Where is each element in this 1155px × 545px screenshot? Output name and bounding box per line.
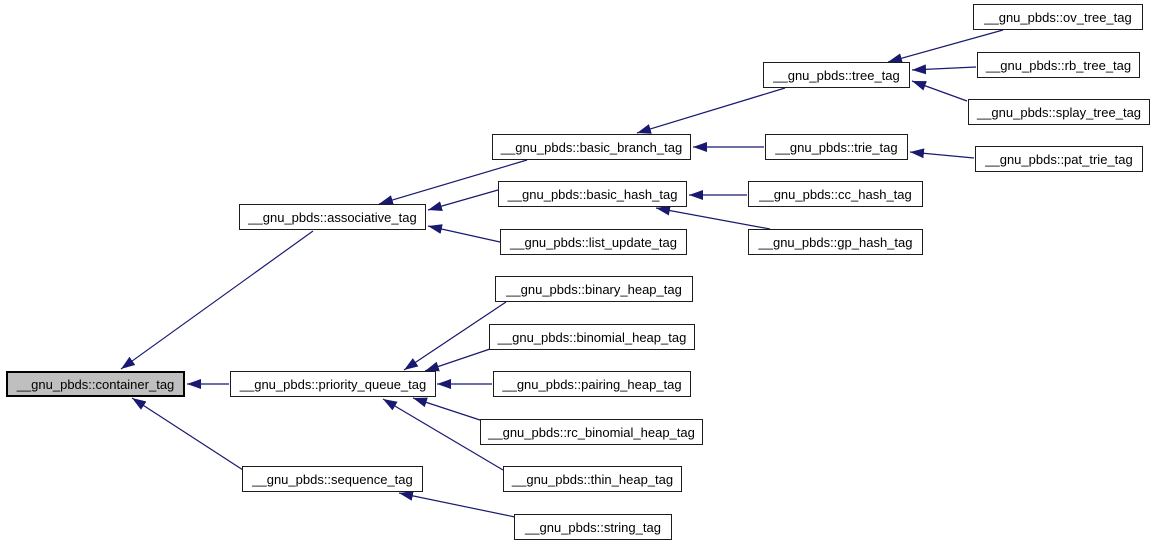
edge-tree_tag-basic_branch_tag [636,87,786,134]
node-pat_trie_tag[interactable]: __gnu_pbds::pat_trie_tag [975,146,1143,172]
node-trie_tag[interactable]: __gnu_pbds::trie_tag [765,134,908,160]
node-gp_hash_tag[interactable]: __gnu_pbds::gp_hash_tag [748,229,923,255]
node-rc_binomial_heap_tag[interactable]: __gnu_pbds::rc_binomial_heap_tag [480,419,703,445]
edge-rb_tree_tag-tree_tag [911,64,977,75]
node-tree_tag[interactable]: __gnu_pbds::tree_tag [763,62,910,88]
edge-basic_branch_tag-associative_tag [378,159,528,205]
node-basic_branch_tag[interactable]: __gnu_pbds::basic_branch_tag [492,134,691,160]
edge-thin_heap_tag-priority_queue_tag [382,398,504,471]
edge-gp_hash_tag-basic_hash_tag [655,205,771,230]
edge-pat_trie_tag-trie_tag [909,148,975,159]
edge-rc_binomial_heap_tag-priority_queue_tag [412,397,484,422]
node-string_tag[interactable]: __gnu_pbds::string_tag [514,514,672,540]
edge-binomial_heap_tag-priority_queue_tag [424,348,491,372]
node-container_tag[interactable]: __gnu_pbds::container_tag [6,371,185,397]
node-priority_queue_tag[interactable]: __gnu_pbds::priority_queue_tag [230,371,436,397]
edge-binary_heap_tag-priority_queue_tag [403,301,507,371]
edge-basic_hash_tag-associative_tag [427,189,499,211]
edge-list_update_tag-associative_tag [427,224,501,243]
edge-associative_tag-container_tag [120,230,314,370]
node-list_update_tag[interactable]: __gnu_pbds::list_update_tag [500,229,687,255]
edge-sequence_tag-container_tag [131,397,244,471]
edge-ov_tree_tag-tree_tag [887,29,1004,64]
node-pairing_heap_tag[interactable]: __gnu_pbds::pairing_heap_tag [493,371,691,397]
node-basic_hash_tag[interactable]: __gnu_pbds::basic_hash_tag [498,181,687,207]
node-cc_hash_tag[interactable]: __gnu_pbds::cc_hash_tag [748,181,923,207]
node-associative_tag[interactable]: __gnu_pbds::associative_tag [239,204,426,230]
node-sequence_tag[interactable]: __gnu_pbds::sequence_tag [242,466,423,492]
edge-splay_tree_tag-tree_tag [911,80,968,102]
node-rb_tree_tag[interactable]: __gnu_pbds::rb_tree_tag [977,52,1140,78]
node-binomial_heap_tag[interactable]: __gnu_pbds::binomial_heap_tag [489,324,695,350]
edge-string_tag-sequence_tag [398,490,516,518]
node-splay_tree_tag[interactable]: __gnu_pbds::splay_tree_tag [968,99,1150,125]
node-binary_heap_tag[interactable]: __gnu_pbds::binary_heap_tag [495,276,693,302]
node-thin_heap_tag[interactable]: __gnu_pbds::thin_heap_tag [503,466,682,492]
node-ov_tree_tag[interactable]: __gnu_pbds::ov_tree_tag [973,4,1143,30]
